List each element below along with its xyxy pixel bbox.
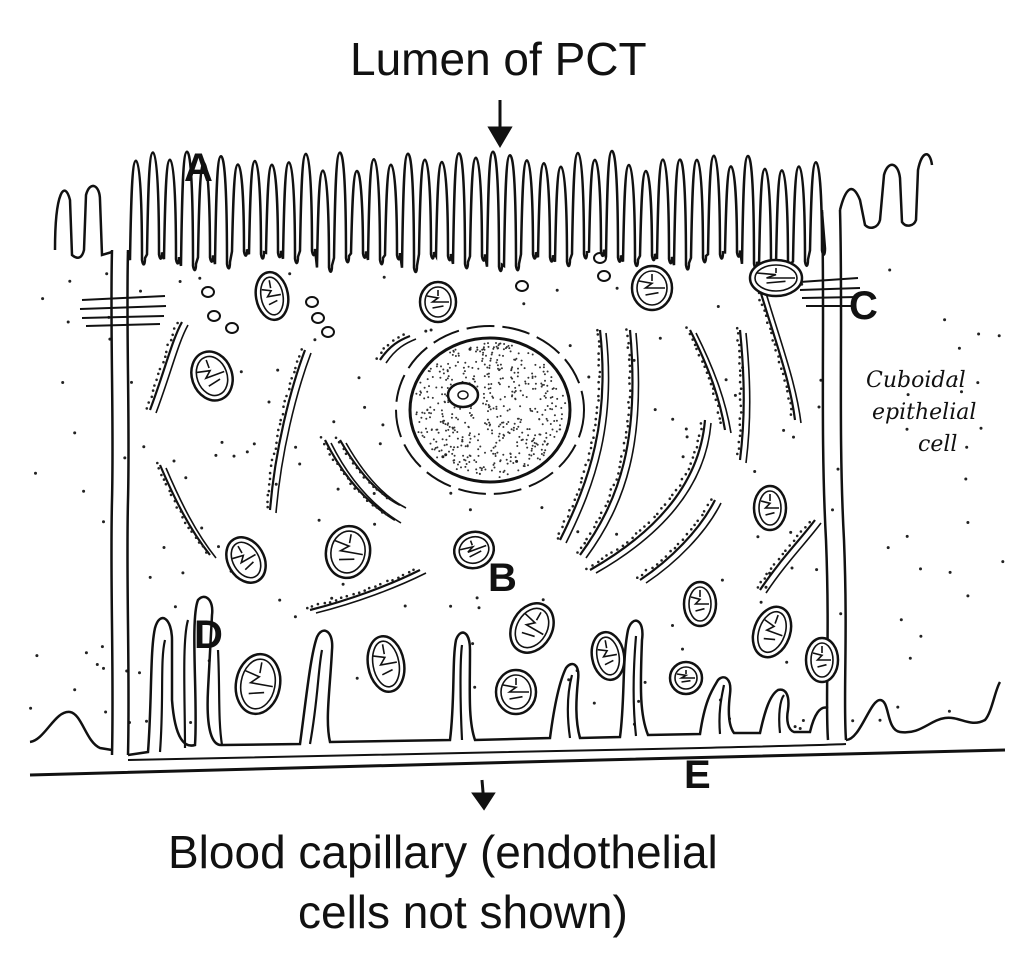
- mitochondrion: [190, 350, 234, 402]
- er-strand: [738, 329, 745, 461]
- er-strand: [759, 519, 816, 591]
- capillary-label-line1: Blood capillary (endothelial: [168, 826, 718, 878]
- mitochondrion: [418, 280, 458, 324]
- mitochondrion: [682, 580, 718, 628]
- right-cell-border: [820, 209, 848, 741]
- er-strand: [268, 349, 307, 511]
- er-strand: [379, 334, 411, 361]
- mitochondrion: [494, 668, 538, 716]
- mitochondrion: [752, 484, 788, 532]
- basal-infoldings: [127, 595, 829, 757]
- cell-label-line1: Cuboidal: [866, 368, 966, 393]
- er-strand: [758, 289, 797, 421]
- brush-border-microvilli: [126, 149, 827, 274]
- marker-e: E: [684, 753, 711, 797]
- right-neighbour-basal: [845, 681, 1002, 742]
- left-neighbour-basal: [29, 710, 113, 752]
- lumen-label: Lumen of PCT: [350, 33, 647, 85]
- mitochondria: [190, 258, 840, 716]
- cell-label-line2: epithelial: [872, 400, 977, 425]
- basement-membrane: [29, 748, 1006, 777]
- mitochondrion: [668, 660, 704, 696]
- mitochondrion: [254, 270, 290, 322]
- basal-infoldings-inner: [158, 619, 785, 753]
- er-strand: [559, 329, 604, 541]
- mitochondrion: [630, 264, 674, 312]
- er-strand: [579, 329, 634, 556]
- mitochondrion: [234, 652, 282, 716]
- arrow-to-lumen: [487, 100, 513, 148]
- er-strand: [589, 419, 707, 571]
- mitochondrion: [452, 530, 496, 570]
- arrow-to-capillary: [471, 779, 496, 811]
- basement-membrane-inner: [127, 743, 847, 761]
- mitochondrion: [804, 636, 840, 684]
- er-strand: [689, 329, 727, 431]
- mitochondrion: [366, 634, 406, 694]
- marker-c: C: [849, 284, 878, 328]
- mitochondrion: [590, 630, 626, 682]
- junctional-complex-left: [79, 295, 167, 327]
- cell-label-line3: cell: [918, 432, 958, 457]
- marker-d: D: [194, 613, 223, 657]
- mitochondrion: [751, 605, 793, 659]
- left-cell-border: [110, 249, 130, 756]
- mitochondrion: [748, 258, 804, 298]
- mitochondrion: [324, 524, 372, 580]
- mitochondrion: [225, 536, 267, 584]
- er-strand: [309, 569, 421, 612]
- nucleus: [395, 325, 585, 495]
- marker-b: B: [488, 556, 517, 600]
- er-strand: [148, 321, 183, 411]
- capillary-label-line2: cells not shown): [298, 886, 628, 938]
- er-strand: [639, 499, 716, 581]
- left-neighbour-microvilli: [53, 184, 113, 259]
- marker-a: A: [184, 146, 213, 190]
- right-neighbour-microvilli: [838, 153, 934, 229]
- pinocytotic-vesicles: [201, 252, 611, 338]
- junctional-complex-right: [799, 277, 861, 307]
- nucleolus: [446, 381, 480, 409]
- rough-endoplasmic-reticulum: [145, 286, 822, 614]
- mitochondrion: [509, 602, 555, 654]
